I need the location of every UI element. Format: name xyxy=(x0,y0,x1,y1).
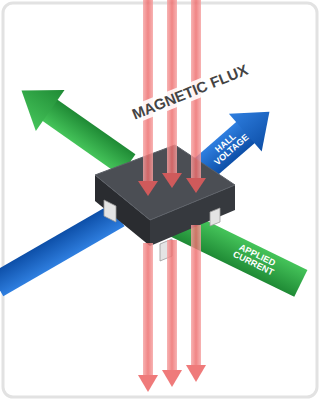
blue-lead xyxy=(0,204,125,297)
frame xyxy=(3,3,317,397)
chip-pins xyxy=(104,200,220,261)
flux-rods xyxy=(138,0,206,392)
